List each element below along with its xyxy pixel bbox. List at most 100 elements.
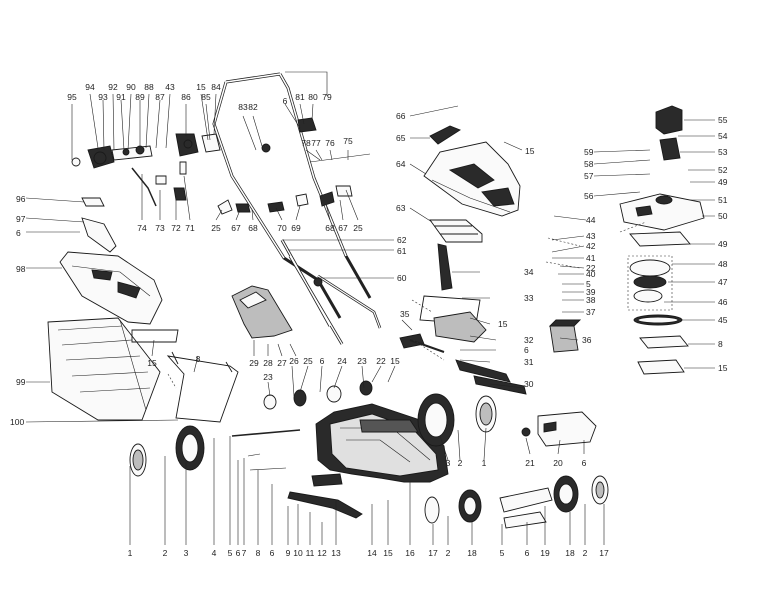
callout: 6 [283, 96, 288, 106]
rear-flap [433, 311, 487, 343]
callout: 23 [263, 372, 273, 382]
callout: 48 [718, 259, 728, 269]
callout: 16 [405, 548, 415, 558]
callout: 61 [397, 246, 407, 256]
callout: 14 [367, 548, 377, 558]
callout: 4 [212, 548, 217, 558]
grass-catcher-box [47, 317, 161, 421]
callouts-middle-right: 59 58 57 56 44 43 42 41 22 40 5 39 38 37 [584, 147, 596, 317]
callout: 57 [584, 171, 594, 181]
callout: 17 [599, 548, 609, 558]
callout: 39 [586, 287, 596, 297]
callout: 2 [458, 458, 463, 468]
callout: 21 [525, 458, 535, 468]
callout: 71 [185, 223, 195, 233]
callout: 15 [147, 358, 157, 368]
motor-stack [655, 105, 683, 161]
parts-artwork [47, 72, 705, 529]
callout: 6 [525, 548, 530, 558]
callout: 2 [163, 548, 168, 558]
callout: 25 [303, 356, 313, 366]
callout: 65 [396, 133, 406, 143]
callout: 1 [482, 458, 487, 468]
plate-15-right [637, 359, 685, 375]
motor-base [619, 193, 705, 231]
callouts-right: 55 54 53 52 49 51 50 49 48 47 46 45 8 15 [718, 115, 728, 373]
callout: 27 [277, 358, 287, 368]
callout: 18 [467, 548, 477, 558]
handle-knobs [217, 185, 353, 215]
callout: 5 [500, 548, 505, 558]
axle-assemblies [399, 333, 527, 395]
callout: 67 [231, 223, 241, 233]
callout: 1 [128, 548, 133, 558]
plate-63 [429, 219, 483, 243]
callout: 55 [718, 115, 728, 125]
callout: 2 [446, 548, 451, 558]
callout: 82 [248, 102, 258, 112]
callout: 94 [85, 82, 95, 92]
callout: 32 [524, 335, 534, 345]
callout: 80 [308, 92, 318, 102]
grass-box-frame [166, 355, 239, 423]
callout: 59 [584, 147, 594, 157]
callout: 76 [325, 138, 335, 148]
callout: 6 [236, 548, 241, 558]
callout: 86 [181, 92, 191, 102]
callout: 15 [390, 356, 400, 366]
callout: 5 [228, 548, 233, 558]
callout: 68 [325, 223, 335, 233]
callout: 63 [396, 203, 406, 213]
callout: 6 [524, 345, 529, 355]
callout: 6 [270, 548, 275, 558]
callouts-bottom-row: 1 2 3 4 5 6 7 8 6 9 10 11 12 13 14 15 16… [128, 548, 609, 558]
callout: 95 [67, 92, 77, 102]
callout: 54 [718, 131, 728, 141]
callout: 12 [317, 548, 327, 558]
callout: 99 [16, 377, 26, 387]
callout: 33 [524, 293, 534, 303]
callout: 43 [586, 231, 596, 241]
callout: 96 [16, 194, 26, 204]
callout: 22 [376, 356, 386, 366]
callout: 15 [196, 82, 206, 92]
callout: 90 [126, 82, 136, 92]
switch-box-parts [71, 133, 221, 169]
callout: 20 [553, 458, 563, 468]
callout: 3 [184, 548, 189, 558]
callout: 28 [263, 358, 273, 368]
callout: 6 [16, 228, 21, 238]
callout: 62 [397, 235, 407, 245]
fan-assembly [627, 255, 673, 311]
callout: 68 [248, 223, 258, 233]
callout: 40 [586, 269, 596, 279]
callout: 31 [524, 357, 534, 367]
carry-handle [429, 125, 461, 145]
cable-clips [131, 161, 187, 207]
deck-chassis [315, 403, 449, 483]
callout: 24 [337, 356, 347, 366]
callout: 93 [98, 92, 108, 102]
callout: 91 [116, 92, 126, 102]
callout: 60 [397, 273, 407, 283]
callout: 64 [396, 159, 406, 169]
callout: 81 [295, 92, 305, 102]
callout: 83 [238, 102, 248, 112]
flap-plate [131, 329, 179, 343]
callout: 77 [311, 138, 321, 148]
callout: 15 [525, 146, 535, 156]
callout: 73 [155, 223, 165, 233]
callout: 13 [331, 548, 341, 558]
bracket-96 [81, 197, 105, 207]
callout: 30 [524, 379, 534, 389]
callout: 35 [400, 309, 410, 319]
callout: 43 [165, 82, 175, 92]
callout: 44 [586, 215, 596, 225]
callout: 36 [582, 335, 592, 345]
motor-cover [423, 141, 521, 217]
callout: 15 [718, 363, 728, 373]
callout: 50 [718, 211, 728, 221]
blade-parts [231, 429, 553, 529]
callout: 49 [718, 177, 728, 187]
